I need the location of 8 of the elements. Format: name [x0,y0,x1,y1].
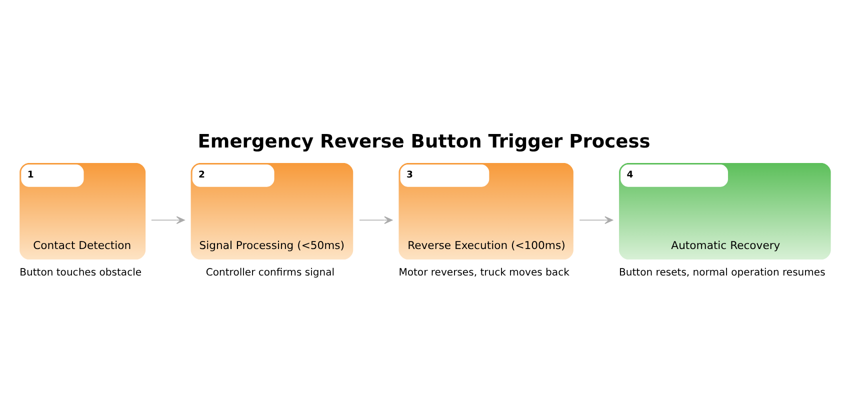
arrow [359,216,393,224]
arrow [151,216,185,224]
arrow [579,216,614,224]
node-label: Controller confirms signal [206,266,335,278]
node-label: Button resets, normal operation resumes [619,266,826,278]
node-label: Motor reverses, truck moves back [398,266,570,278]
diagram-title: Emergency Reverse Button Trigger Process [198,130,650,152]
node-label: Button touches obstacle [20,266,142,278]
